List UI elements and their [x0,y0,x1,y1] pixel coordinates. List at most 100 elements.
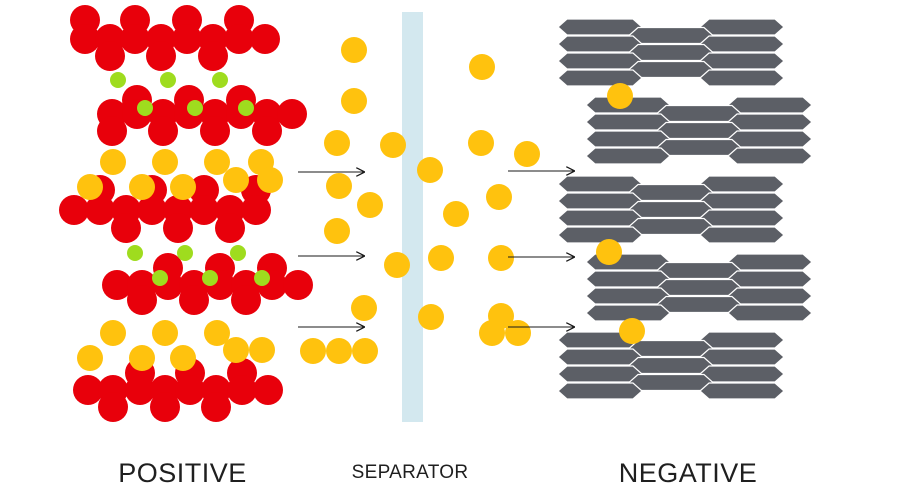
dopant-atom [177,245,193,261]
cathode-atom [137,195,167,225]
cathode-atom [98,392,128,422]
cathode-atom [150,392,180,422]
graphite-sheet [557,226,643,244]
cathode-atom [59,195,89,225]
graphite-sheet [557,18,643,36]
lithium-ion [357,192,383,218]
graphite-sheet [699,192,785,210]
lithium-ion [488,245,514,271]
graphite-sheet [585,304,671,322]
graphite-sheet [628,356,714,375]
lithium-ion [249,337,275,363]
graphite-sheet [656,138,742,157]
lithium-ion [341,88,367,114]
lithium-ion [352,338,378,364]
graphite-sheet [585,287,671,305]
cathode-atom [283,270,313,300]
lithium-ion [100,320,126,346]
graphite-sheet [727,130,813,148]
graphite-sheet [699,18,785,36]
cathode-atom [172,24,202,54]
lithium-ion [170,345,196,371]
cathode-atom [227,375,257,405]
cathode-atom [127,285,157,315]
graphite-sheet [699,35,785,53]
lithium-ion [351,295,377,321]
graphite-sheet [557,348,643,366]
dopant-atom [212,72,228,88]
graphite-sheet [699,365,785,383]
graphite-sheet [699,52,785,70]
cathode-atom [175,375,205,405]
cathode-atom [179,285,209,315]
lithium-ion [204,149,230,175]
cathode-atom [120,24,150,54]
lithium-ion [223,337,249,363]
graphite-sheet [656,261,742,280]
lithium-ion [514,141,540,167]
cathode-atom [111,213,141,243]
graphite-sheet [557,209,643,227]
dopant-atom [137,100,153,116]
graphite-sheet [585,147,671,165]
graphite-sheet [656,295,742,314]
cathode-atom [215,213,245,243]
lithium-ion [619,318,645,344]
graphite-sheet [628,183,714,202]
graphite-sheet [699,209,785,227]
positive-electrode [59,5,313,422]
graphite-sheet [699,348,785,366]
dopant-atom [202,270,218,286]
graphite-sheet [727,253,813,271]
cathode-atom [277,99,307,129]
graphite-sheet [699,226,785,244]
graphite-sheet [557,192,643,210]
cathode-atom [73,375,103,405]
lithium-ion [380,132,406,158]
lithium-ion [300,338,326,364]
graphite-sheet [585,130,671,148]
graphite-sheet [557,175,643,193]
graphite-sheet [628,217,714,236]
graphite-sheet [727,287,813,305]
graphite-sheet [699,382,785,400]
dopant-atom [110,72,126,88]
graphite-sheet [557,35,643,53]
lithium-ion [443,201,469,227]
graphite-sheet [585,113,671,131]
lithium-ion [223,167,249,193]
graphite-sheet [557,365,643,383]
lithium-ion [324,130,350,156]
lithium-ion [418,304,444,330]
separator-membrane [402,12,423,422]
lithium-ion [486,184,512,210]
positive-label: POSITIVE [118,458,247,488]
cathode-atom [224,24,254,54]
lithium-ion [326,338,352,364]
cathode-atom [201,392,231,422]
lithium-ions [77,37,645,371]
graphite-sheet [628,339,714,358]
lithium-ion [417,157,443,183]
ion-flow-arrows [298,171,574,327]
lithium-ion [170,174,196,200]
lithium-ion [341,37,367,63]
lithium-ion [468,130,494,156]
graphite-sheet [628,200,714,219]
lithium-ion [257,167,283,193]
dopant-atom [127,245,143,261]
lithium-ion [77,174,103,200]
graphite-sheet [699,69,785,87]
graphite-sheet [727,304,813,322]
lithium-ion [596,239,622,265]
dopant-atom [238,100,254,116]
dopant-atom [187,100,203,116]
graphite-sheet [557,69,643,87]
lithium-ion [152,320,178,346]
cathode-atom [163,213,193,243]
cathode-atom [85,195,115,225]
graphite-sheet [628,43,714,62]
lithium-ion [384,252,410,278]
cathode-atom [253,375,283,405]
